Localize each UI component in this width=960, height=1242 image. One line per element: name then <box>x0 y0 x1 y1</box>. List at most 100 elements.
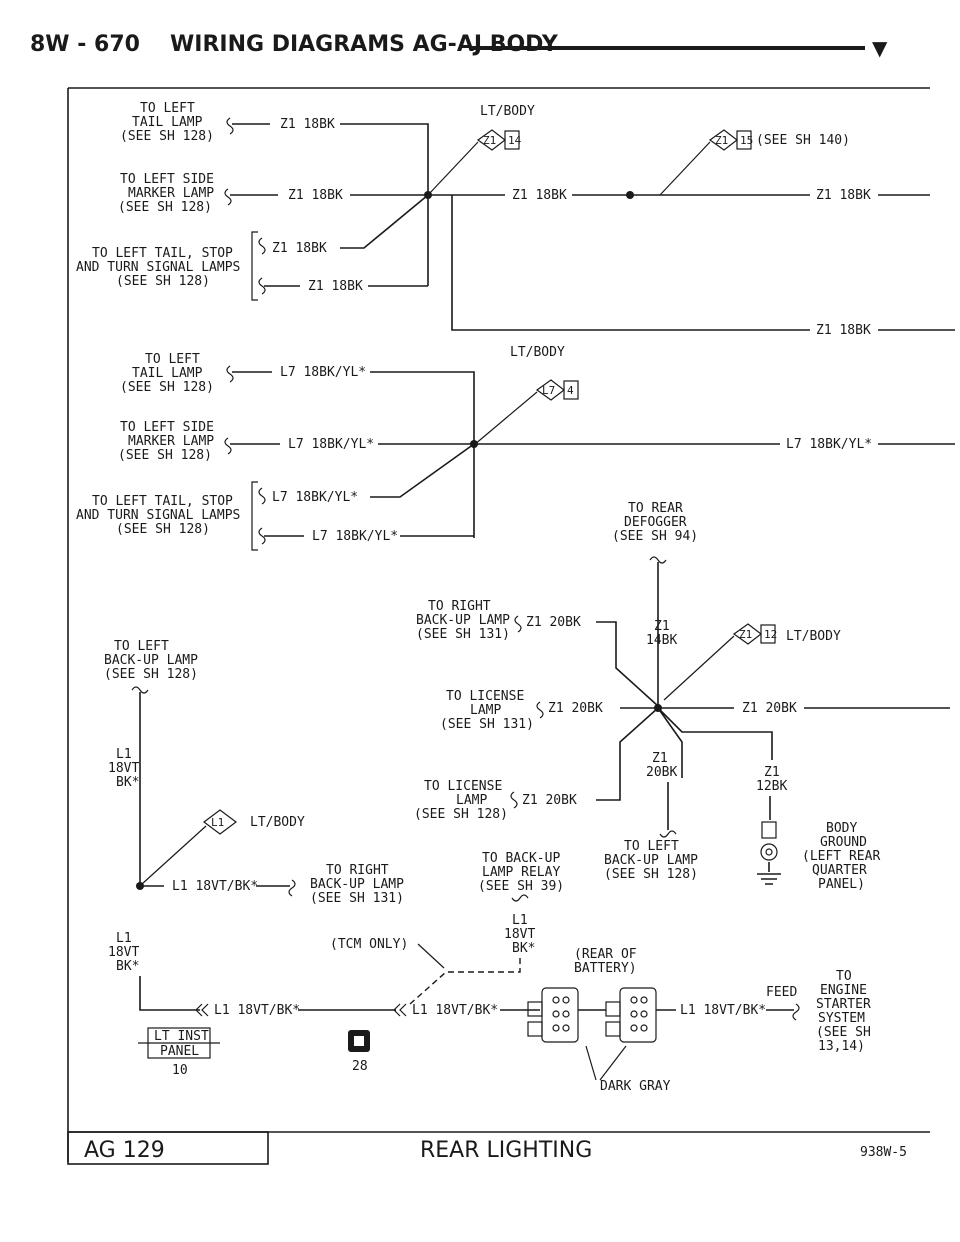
splice-id: L1 <box>211 816 224 829</box>
wire-label: 18VT <box>504 927 535 942</box>
feed-label: FEED <box>766 985 797 1000</box>
splice-box <box>736 130 752 150</box>
pin-icon <box>562 1010 570 1018</box>
label-left-side-marker-1: TO LEFT SIDE MARKER LAMP (SEE SH 128) <box>118 172 214 215</box>
label-line: DEFOGGER <box>624 515 687 530</box>
diagram-code: 938W-5 <box>860 1145 907 1160</box>
optional-wire <box>409 971 447 1005</box>
wire-label: 14BK <box>646 633 677 648</box>
splice-num: 4 <box>567 384 574 397</box>
connector-symbol <box>226 365 234 383</box>
wire <box>657 707 773 760</box>
label-engine-starter: TO ENGINE STARTER SYSTEM (SEE SH 13,14) <box>816 969 871 1054</box>
connector-block-inner <box>354 1036 364 1046</box>
connector-symbol <box>226 117 234 135</box>
pin-icon <box>630 1010 638 1018</box>
page-header: 8W - 670 WIRING DIAGRAMS AG-AJ BODY ▼ <box>30 32 930 66</box>
wire <box>451 195 810 331</box>
label-left-side-marker-2: TO LEFT SIDE MARKER LAMP (SEE SH 128) <box>118 420 214 463</box>
connector-symbol <box>258 237 266 255</box>
splice-id: Z1 <box>715 134 728 147</box>
label-line: TO LICENSE <box>424 779 502 794</box>
battery-connector-left <box>527 987 579 1043</box>
ground-icon <box>757 862 781 885</box>
label-line: AND TURN SIGNAL LAMPS <box>76 508 240 523</box>
pin-icon <box>562 1024 570 1032</box>
panel-label: PANEL <box>160 1044 199 1059</box>
label-line: PANEL) <box>818 877 865 892</box>
label-left-tail-stop-turn-2: TO LEFT TAIL, STOP AND TURN SIGNAL LAMPS… <box>76 494 240 537</box>
connector-tab <box>527 1001 543 1017</box>
label-line: (SEE SH 128) <box>116 522 210 537</box>
connector-symbol <box>224 437 232 455</box>
pin-icon <box>552 1010 560 1018</box>
splice-z1-14: Z1 14 <box>476 129 522 151</box>
page-title: WIRING DIAGRAMS AG-AJ BODY <box>170 32 558 57</box>
label-line: (SEE SH 128) <box>120 380 214 395</box>
splice-diamond <box>203 809 237 835</box>
label-line: TO LEFT SIDE <box>120 420 214 435</box>
connector-symbol <box>649 556 667 564</box>
wire <box>340 194 429 249</box>
splice-num: 12 <box>764 628 777 641</box>
label-line: TO LEFT <box>624 839 679 854</box>
optional-wire <box>446 958 521 973</box>
label-line: (SEE SH 39) <box>478 879 564 894</box>
down-triangle-icon: ▼ <box>872 36 888 60</box>
leader-line <box>427 141 479 196</box>
wire-label: Z1 18BK <box>272 241 327 256</box>
splice-num: 14 <box>508 134 522 147</box>
label-line: TO LICENSE <box>446 689 524 704</box>
splice-box <box>563 380 579 400</box>
label-line: BACK-UP LAMP <box>104 653 198 668</box>
wire-label: L1 18VT/BK* <box>680 1003 766 1018</box>
wire-label: L7 18BK/YL* <box>786 437 872 452</box>
leader-line <box>473 391 538 446</box>
wire-label: 12BK <box>756 779 787 794</box>
wire <box>657 707 683 778</box>
connector-28: 28 <box>348 1030 370 1074</box>
wire-label: Z1 <box>654 619 670 634</box>
wire-label: 18VT <box>108 945 139 960</box>
connector-symbol <box>258 527 266 545</box>
splice-id: Z1 <box>739 628 752 641</box>
label-line: TO RIGHT <box>428 599 491 614</box>
label-line: (SEE SH 94) <box>612 529 698 544</box>
label-line: QUARTER <box>812 863 867 878</box>
label-line: BACK-UP LAMP <box>604 853 698 868</box>
splice-id: Z1 <box>483 134 496 147</box>
reference-label: (SEE SH 140) <box>756 133 850 148</box>
wire-label: L1 18VT/BK* <box>172 879 258 894</box>
location-label: LT/BODY <box>480 104 535 119</box>
label-line: (SEE SH 128) <box>118 200 212 215</box>
inline-connector-icon <box>195 1003 209 1017</box>
label-rear-of-battery: (REAR OF BATTERY) <box>574 947 637 976</box>
pin-icon <box>640 1010 648 1018</box>
label-line: TO LEFT <box>145 352 200 367</box>
label-line: TAIL LAMP <box>132 366 203 381</box>
option-label: (TCM ONLY) <box>330 937 408 952</box>
label-line: LAMP <box>470 703 501 718</box>
label-line: (SEE SH 128) <box>118 448 212 463</box>
wire-label: L1 18VT/BK* <box>412 1003 498 1018</box>
pin-icon <box>630 1024 638 1032</box>
panel-label: LT INST <box>154 1029 209 1044</box>
leader-line <box>663 635 735 701</box>
label-line: (SEE SH 131) <box>310 891 404 906</box>
label-right-backup-2: TO RIGHT BACK-UP LAMP (SEE SH 131) <box>310 863 404 906</box>
label-line: BACK-UP LAMP <box>310 877 404 892</box>
wire-label: BK* <box>116 775 139 790</box>
label-license-lamp-128: TO LICENSE LAMP (SEE SH 128) <box>414 779 508 822</box>
wire-label: L7 18BK/YL* <box>272 490 358 505</box>
connector-symbol <box>511 894 529 902</box>
connector-symbol <box>792 1003 800 1021</box>
label-line: TO RIGHT <box>326 863 389 878</box>
label-line: STARTER <box>816 997 871 1012</box>
label-left-backup-2: TO LEFT BACK-UP LAMP (SEE SH 128) <box>604 839 698 882</box>
splice-box <box>760 624 776 644</box>
color-label: DARK GRAY <box>600 1079 671 1094</box>
label-line: (LEFT REAR <box>802 849 880 864</box>
pin-icon <box>640 996 648 1004</box>
connector-tab <box>527 1021 543 1037</box>
